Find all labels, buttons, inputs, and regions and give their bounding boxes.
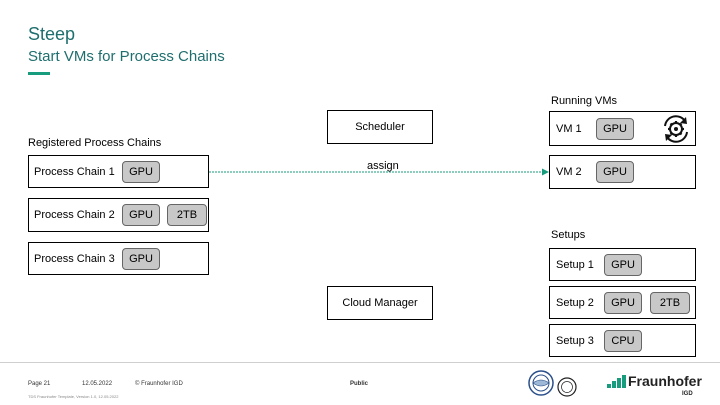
gpu-chip: GPU (122, 204, 160, 226)
vm-label: VM 2 (556, 166, 582, 178)
gear-sync-icon (664, 115, 688, 143)
vm-1: VM 1 GPU (549, 111, 696, 146)
fraunhofer-logo-icon (607, 375, 626, 388)
gpu-chip: GPU (596, 161, 634, 183)
setup-label: Setup 2 (556, 296, 594, 309)
process-chain-2: Process Chain 2 GPU 2TB (28, 198, 209, 232)
gpu-chip: GPU (122, 247, 160, 270)
footer-divider (0, 362, 720, 363)
registered-chains-heading: Registered Process Chains (28, 137, 162, 149)
cloud-manager-box: Cloud Manager (327, 286, 433, 320)
scheduler-box: Scheduler (327, 110, 433, 144)
certification-seal-icon (528, 370, 577, 397)
process-chain-label: Process Chain 3 (34, 252, 115, 265)
footer-date: 12.05.2022 (82, 381, 113, 387)
gpu-chip: GPU (604, 291, 642, 314)
gpu-chip: GPU (596, 117, 634, 140)
vm-label: VM 1 (556, 122, 582, 135)
process-chain-label: Process Chain 1 (34, 165, 115, 178)
page-title: Steep (28, 24, 76, 44)
setups-heading: Setups (551, 229, 586, 241)
process-chain-1: Process Chain 1 GPU (28, 155, 209, 188)
storage-chip: 2TB (650, 291, 690, 314)
process-chain-3: Process Chain 3 GPU (28, 242, 209, 275)
setup-label: Setup 1 (556, 258, 594, 271)
setup-3: Setup 3 CPU (549, 324, 696, 357)
running-vms-heading: Running VMs (551, 95, 618, 107)
fraunhofer-logo-text: Fraunhofer (628, 373, 702, 389)
page-number: Page 21 (28, 381, 51, 387)
vm-2: VM 2 GPU (549, 155, 696, 189)
setup-label: Setup 3 (556, 334, 594, 347)
storage-chip: 2TB (167, 204, 207, 226)
title-accent-bar (28, 72, 50, 75)
footer-small-text: TDS Fraunhofer Template, Version 1.0, 12… (28, 394, 119, 399)
fraunhofer-logo-sub: IGD (682, 391, 693, 397)
gpu-chip: GPU (122, 160, 160, 183)
process-chain-label: Process Chain 2 (34, 209, 115, 221)
footer-classification: Public (350, 381, 369, 387)
cpu-chip: CPU (604, 329, 642, 352)
setup-1: Setup 1 GPU (549, 248, 696, 281)
footer-copyright: © Fraunhofer IGD (135, 381, 183, 387)
assign-label: assign (367, 160, 399, 172)
gpu-chip: GPU (604, 253, 642, 276)
setup-2: Setup 2 GPU 2TB (549, 286, 696, 319)
page-subtitle: Start VMs for Process Chains (28, 48, 225, 65)
